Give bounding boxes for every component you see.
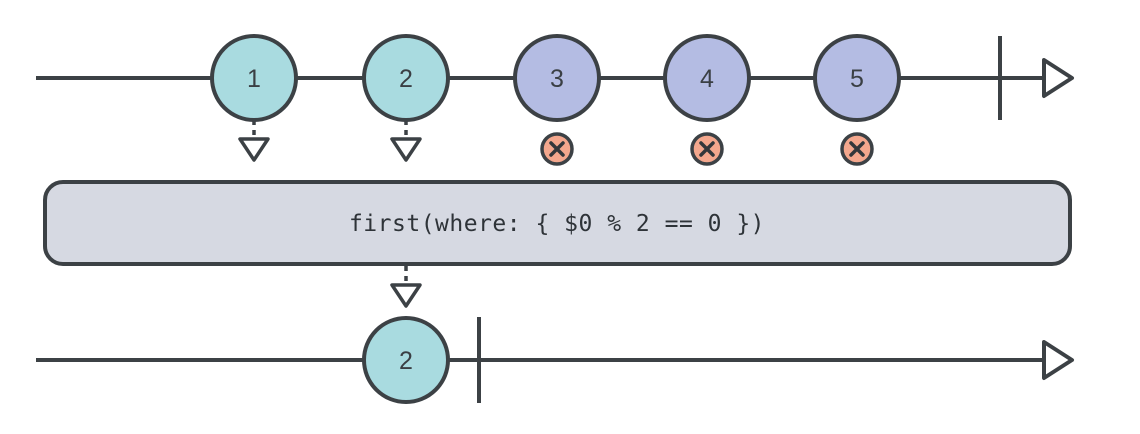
x-badge-cross — [849, 141, 865, 157]
marble-label: 2 — [399, 65, 413, 93]
output-arrowhead-icon — [1042, 340, 1074, 380]
input-marble-1[interactable]: 1 — [210, 34, 298, 122]
input-marble-5[interactable]: 5 — [813, 34, 901, 122]
operator-box[interactable]: first(where: { $0 % 2 == 0 }) — [43, 180, 1072, 266]
marble-label: 5 — [850, 65, 864, 93]
input-marble-2[interactable]: 2 — [362, 34, 450, 122]
emit-arrow-head — [238, 137, 270, 162]
marble-circle — [513, 34, 601, 122]
output-arrow-head — [390, 283, 422, 308]
marble-circle — [663, 34, 751, 122]
input-arrowhead-icon — [1042, 58, 1074, 98]
output-timeline: 2 — [36, 316, 1074, 404]
operator-box-rect — [43, 180, 1072, 266]
input-timeline: 1 2 3 — [36, 34, 1074, 166]
marble-label: 2 — [399, 347, 413, 375]
emit-arrow-head — [390, 137, 422, 162]
marble-circle — [362, 316, 450, 404]
x-badge-icon-3 — [540, 132, 574, 166]
output-marble-1[interactable]: 2 — [362, 316, 450, 404]
emit-arrow-icon-1 — [238, 120, 270, 162]
operator-code-text: first(where: { $0 % 2 == 0 }) — [349, 211, 765, 237]
x-badge-icon-4 — [690, 132, 724, 166]
marble-label: 1 — [247, 65, 261, 93]
operator-output-arrow-icon — [390, 266, 422, 308]
x-badge-icon-5 — [840, 132, 874, 166]
input-marble-3[interactable]: 3 — [513, 34, 601, 122]
marble-label: 3 — [550, 65, 564, 93]
x-badge-cross — [699, 141, 715, 157]
x-badge-cross — [549, 141, 565, 157]
emit-arrow-icon-2 — [390, 120, 422, 162]
marble-circle — [813, 34, 901, 122]
marble-label: 4 — [700, 65, 714, 93]
input-marble-4[interactable]: 4 — [663, 34, 751, 122]
